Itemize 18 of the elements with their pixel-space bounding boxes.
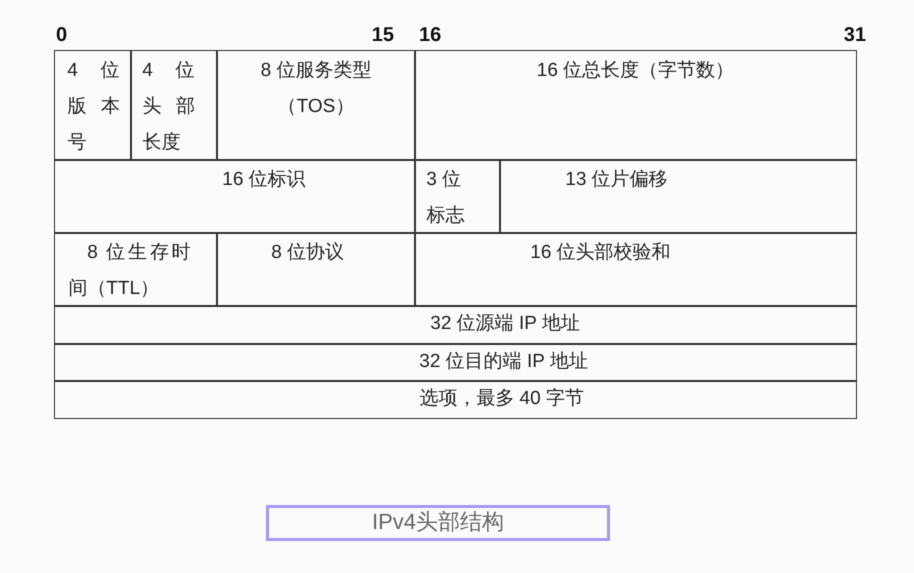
field-cell: 32 位源端 IP 地址 (54, 305, 857, 345)
field-cell: 8 位协议 (216, 232, 416, 307)
field-cell: 8 位服务类型（TOS） (216, 50, 416, 161)
field-cell: 13 位片偏移 (499, 159, 857, 234)
field-cell: 4 位头部长度 (130, 50, 218, 161)
bit-number: 15 (372, 24, 394, 46)
bit-number: 16 (419, 24, 442, 46)
field-cell: 选项，最多 40 字节 (54, 380, 857, 419)
field-cell: 32 位目的端 IP 地址 (54, 343, 857, 382)
field-cell: 3 位标志 (414, 159, 501, 234)
field-cell: 16 位标识 (54, 159, 416, 234)
caption-box: IPv4头部结构 (266, 505, 610, 541)
field-cell: 16 位总长度（字节数） (414, 50, 857, 161)
field-cell: 4 位版本号 (54, 50, 132, 161)
field-cell: 16 位头部校验和 (414, 232, 857, 307)
bit-number: 0 (56, 24, 68, 46)
bit-number: 31 (844, 24, 866, 46)
field-cell: 8 位生存时间（TTL） (54, 232, 218, 307)
